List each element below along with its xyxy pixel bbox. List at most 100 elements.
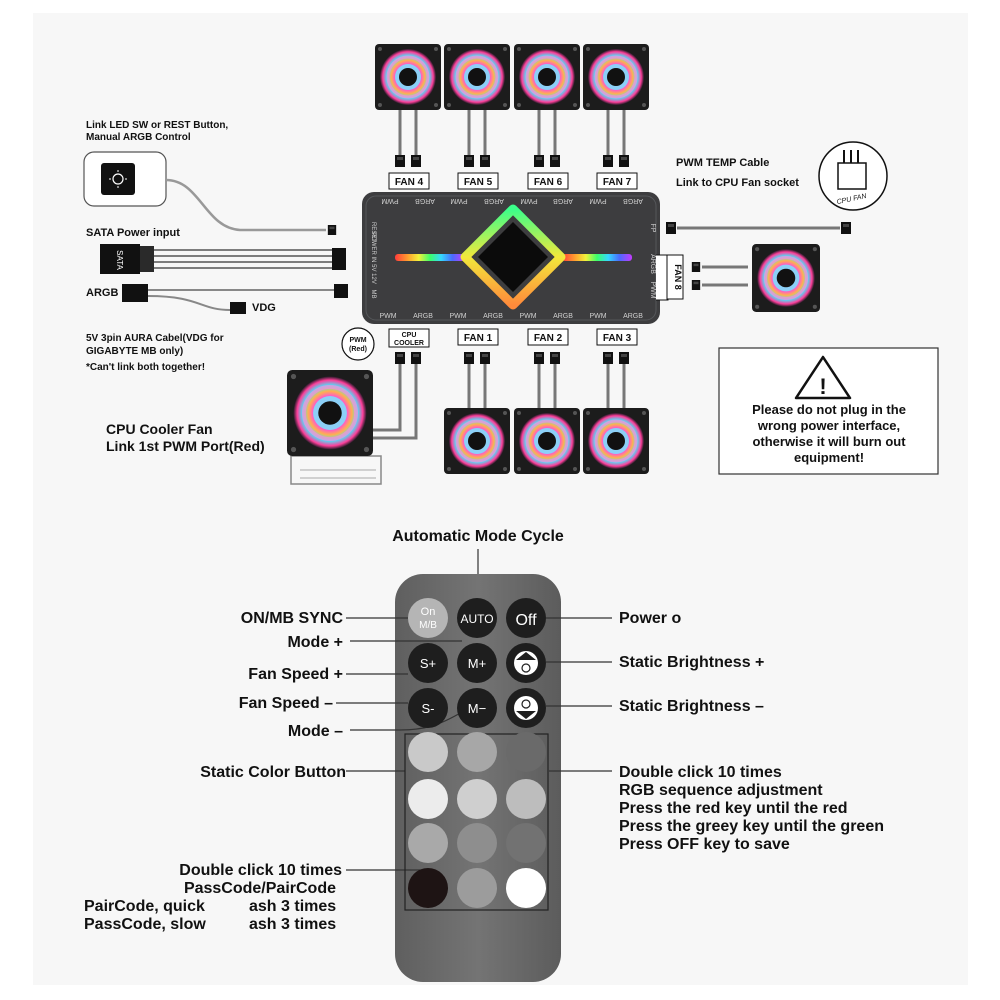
static-color-button[interactable]	[408, 868, 448, 908]
argb-label: ARGB	[86, 287, 118, 299]
pwm-red-badge: PWM (Red)	[341, 327, 375, 361]
port-label: ARGB	[553, 197, 573, 204]
vdg-label: VDG	[252, 302, 276, 314]
top-fan-labels: FAN 4 FAN 5 FAN 6 FAN 7	[388, 172, 638, 190]
top-fan-cables	[398, 110, 626, 160]
remote-title: Automatic Mode Cycle	[392, 528, 564, 545]
static-color-button[interactable]	[506, 732, 546, 772]
fan-2-image	[514, 408, 580, 474]
cpu-fan-socket-icon: CPU FAN	[818, 141, 888, 211]
brightness-plus-label: Static Brightness +	[619, 654, 764, 671]
m-plus-label: M+	[468, 656, 486, 671]
sata-connector: SATA	[100, 244, 346, 274]
cpu-fan-socket-label: Link to CPU Fan socket	[676, 177, 799, 189]
static-color-button[interactable]	[506, 823, 546, 863]
port-label: ARGB	[415, 197, 435, 204]
port-label: ARGB	[649, 254, 656, 274]
paircode-quick-label: PairCode, quick	[84, 898, 205, 915]
fan-3-label: FAN 3	[603, 333, 632, 344]
brightness-up-icon	[514, 651, 538, 675]
fan-8-label: FAN 8	[673, 264, 683, 290]
static-color-button[interactable]	[408, 823, 448, 863]
fan-speed-plus-label: Fan Speed +	[248, 666, 343, 683]
hub-left-port-labels: RESET POWER IN 5V 12V MB	[370, 222, 376, 299]
passcode-slow-label: PassCode, slow	[84, 916, 206, 933]
s-plus-label: S+	[420, 656, 436, 671]
double-click-label: Double click 10 times	[179, 862, 342, 879]
sata-label: SATA Power input	[86, 227, 180, 239]
pwm-temp-cable-label: PWM TEMP Cable	[676, 157, 769, 169]
power-label: Power o	[619, 610, 681, 627]
port-label: ARGB	[553, 313, 573, 320]
bottom-fans	[444, 408, 649, 474]
static-color-button[interactable]	[506, 868, 546, 908]
aura-label-2: GIGABYTE MB only)	[86, 346, 183, 357]
port-label: PWM	[589, 313, 606, 320]
s-minus-label: S-	[422, 701, 435, 716]
bottom-fan-labels: CPU COOLER FAN 1 FAN 2 FAN 3	[388, 328, 638, 348]
port-label: ARGB	[623, 313, 643, 320]
brightness-down-icon	[514, 696, 538, 720]
top-fans	[375, 44, 649, 110]
auto-button[interactable]	[457, 598, 497, 638]
warning-text-4: equipment!	[794, 450, 864, 465]
fan-8-image	[752, 244, 820, 312]
warning-icon	[794, 355, 852, 400]
static-color-button[interactable]	[457, 732, 497, 772]
port-label: PWM	[519, 313, 536, 320]
port-label: ARGB	[413, 313, 433, 320]
fan-5-label: FAN 5	[464, 177, 493, 188]
passcode-slow-flash-label: ash 3 times	[249, 916, 336, 933]
port-label: ARGB	[483, 313, 503, 320]
port-label: PWM	[589, 197, 606, 204]
port-label: PWM	[520, 197, 537, 204]
off-button[interactable]	[506, 598, 546, 638]
fan-1-image	[444, 408, 510, 474]
warning-box: ! Please do not plug in the wrong power …	[718, 347, 939, 475]
port-label: PWM	[649, 281, 656, 298]
aura-warning-label: *Can't link both together!	[86, 362, 205, 373]
svg-text:!: !	[819, 374, 826, 399]
mode-plus-button[interactable]	[457, 643, 497, 683]
cpu-cooler-label-2: COOLER	[394, 340, 424, 347]
link-led-label-2: Manual ARGB Control	[86, 132, 191, 143]
port-label: ARGB	[623, 197, 643, 204]
static-color-button[interactable]	[457, 779, 497, 819]
paircode-quick-flash-label: ash 3 times	[249, 898, 336, 915]
right-connectors: FAN 8	[656, 222, 851, 312]
rgb-instructions-3: Press the red key until the red	[619, 800, 848, 817]
port-label: PWM	[381, 197, 398, 204]
port-label: PWM	[450, 197, 467, 204]
static-color-button[interactable]	[506, 779, 546, 819]
pwm-red-label-2: (Red)	[349, 346, 367, 353]
fan-speed-minus-label: Fan Speed –	[239, 695, 333, 712]
static-color-button[interactable]	[457, 868, 497, 908]
remote-right-labels: Power o Static Brightness + Static Brigh…	[619, 610, 884, 853]
hub-top-port-labels: PWM ARGB PWM ARGB PWM ARGB PWM ARGB	[381, 197, 643, 204]
rgb-instructions-2: RGB sequence adjustment	[619, 782, 823, 799]
rgb-instructions-1: Double click 10 times	[619, 764, 782, 781]
link-led-label-1: Link LED SW or REST Button,	[86, 120, 228, 131]
warning-text-2: wrong power interface,	[757, 418, 900, 433]
fan-1-label: FAN 1	[464, 333, 493, 344]
mode-plus-label: Mode +	[287, 634, 343, 651]
static-color-button[interactable]	[408, 732, 448, 772]
cpu-cooler-label-1: CPU	[402, 332, 417, 339]
port-label: PWM	[449, 313, 466, 320]
cpu-cooler-label-line2: Link 1st PWM Port(Red)	[106, 438, 265, 454]
cpu-cooler-label-line1: CPU Cooler Fan	[106, 421, 213, 437]
fan-speed-minus-button[interactable]	[408, 688, 448, 728]
on-mb-sync-button[interactable]	[408, 598, 448, 638]
static-color-button[interactable]	[457, 823, 497, 863]
fan-speed-plus-button[interactable]	[408, 643, 448, 683]
static-color-button[interactable]	[408, 779, 448, 819]
remote-top-buttons: On M/B AUTO Off S+ M+ S- M−	[408, 598, 546, 728]
fan-4-image	[375, 44, 441, 110]
remote-left-labels: ON/MB SYNC Mode + Fan Speed + Fan Speed …	[84, 610, 346, 933]
passcode-label: PassCode/PairCode	[184, 880, 336, 897]
fan-2-label: FAN 2	[534, 333, 563, 344]
hub-led-bar-right	[562, 254, 632, 261]
argb-connector	[122, 284, 348, 314]
mode-minus-button[interactable]	[457, 688, 497, 728]
